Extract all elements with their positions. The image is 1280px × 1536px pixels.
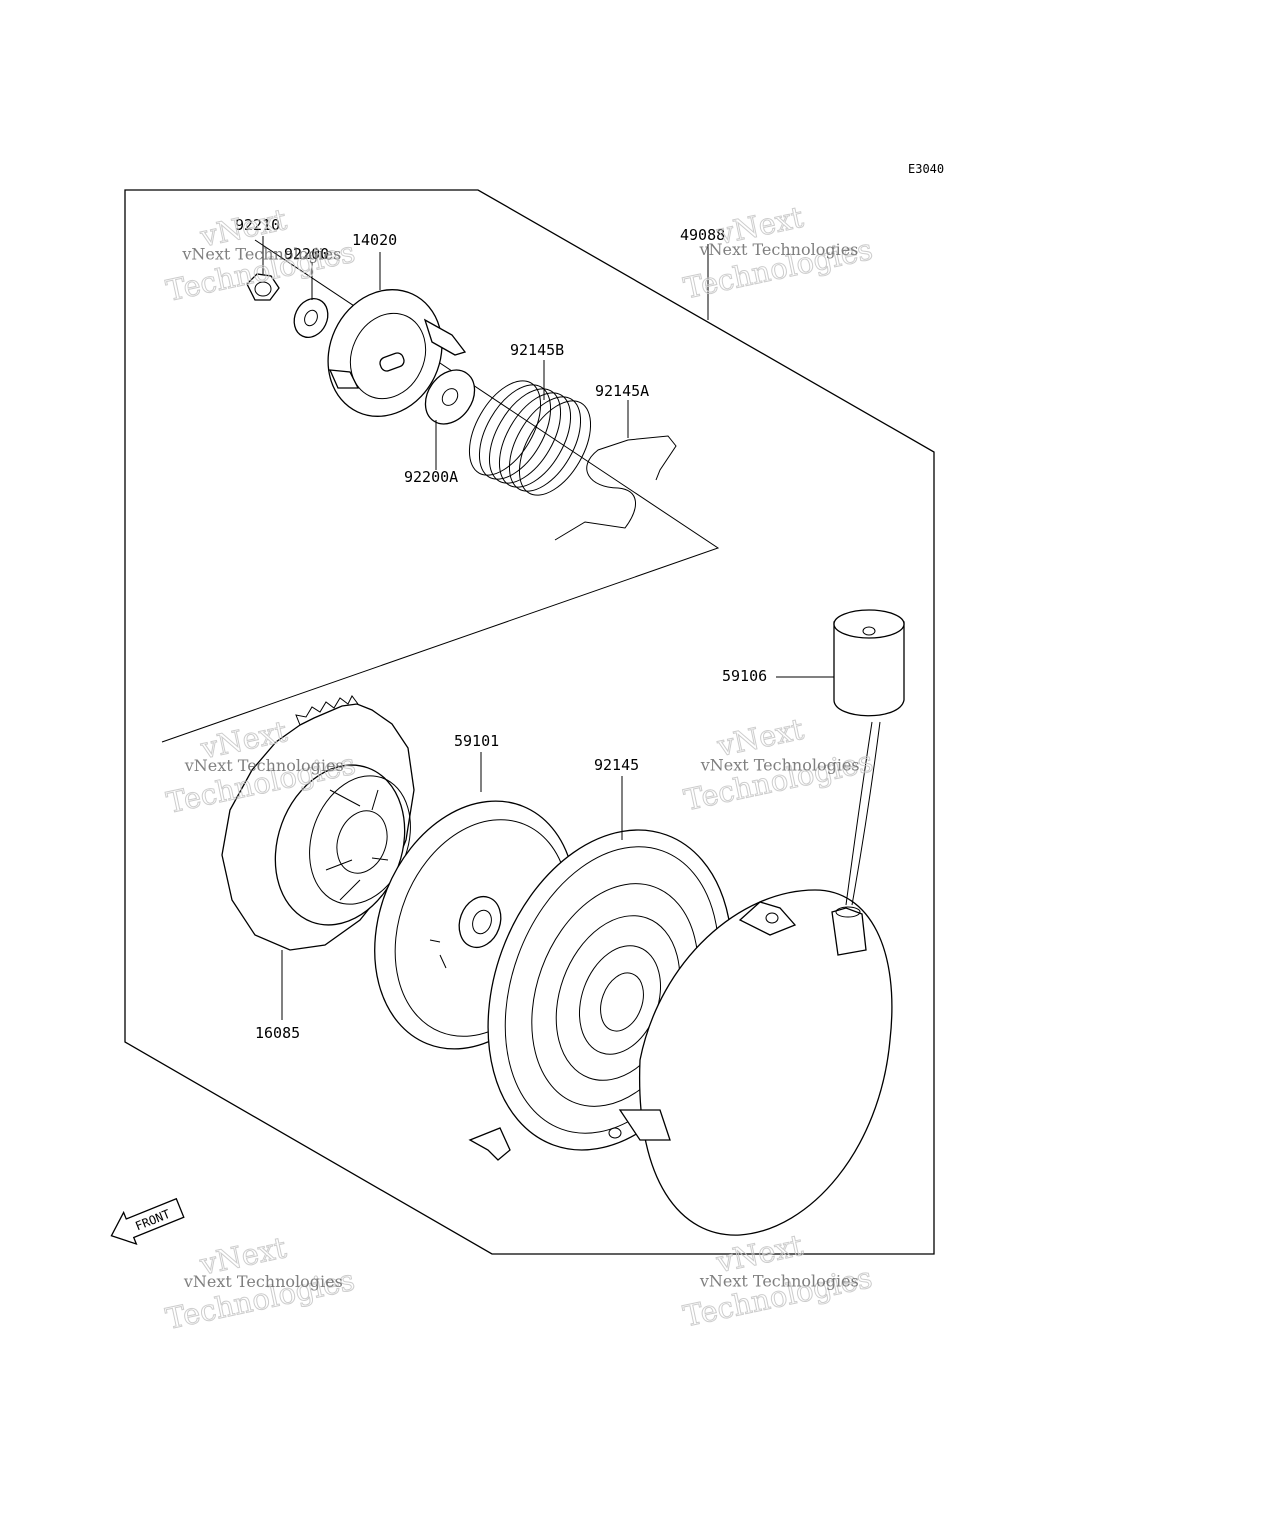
leader-lines xyxy=(262,236,834,1020)
svg-text:vNext Technologies: vNext Technologies xyxy=(698,240,858,259)
svg-text:vNext Technologies: vNext Technologies xyxy=(699,1272,859,1291)
part-92145a-wire-spring xyxy=(554,435,677,541)
label-49088: 49088 xyxy=(680,226,725,244)
part-92210-nut xyxy=(246,273,280,301)
subassembly-outline xyxy=(161,239,720,743)
label-92145b: 92145B xyxy=(510,341,564,359)
reference-code: E3040 xyxy=(908,162,944,176)
watermark-top-right: vNext Technologies vNext Technologies xyxy=(680,199,876,306)
label-92145: 92145 xyxy=(594,756,639,774)
svg-text:vNext Technologies: vNext Technologies xyxy=(181,244,341,263)
svg-text:vNext Technologies: vNext Technologies xyxy=(183,1272,343,1291)
front-direction-arrow: FRONT xyxy=(110,1197,185,1246)
part-92200a-washer xyxy=(424,369,476,425)
label-92200a: 92200A xyxy=(404,468,458,486)
watermark-bottom-left: vNext Technologies vNext Technologies xyxy=(162,1230,358,1337)
label-92200: 92200 xyxy=(284,245,329,263)
part-59106-handle xyxy=(833,609,905,906)
svg-text:vNext Technologies: vNext Technologies xyxy=(184,756,344,775)
svg-text:vNext Technologies: vNext Technologies xyxy=(700,756,860,775)
label-16085: 16085 xyxy=(255,1024,300,1042)
watermark-mid-left: vNext Technologies vNext Technologies xyxy=(163,714,359,821)
label-14020: 14020 xyxy=(352,231,397,249)
starter-housing xyxy=(608,889,893,1236)
label-59106: 59106 xyxy=(722,667,767,685)
label-92210: 92210 xyxy=(235,216,280,234)
part-92200-washer xyxy=(293,298,329,338)
label-92145a: 92145A xyxy=(595,382,649,400)
part-92145b-coil-spring xyxy=(468,380,592,496)
assembly-outline xyxy=(124,189,935,1255)
label-59101: 59101 xyxy=(454,732,499,750)
part-14020-ratchet-plate xyxy=(327,289,467,417)
watermark-mid-right: vNext Technologies vNext Technologies xyxy=(681,711,877,818)
watermark-bottom-right: vNext Technologies vNext Technologies xyxy=(680,1227,876,1334)
